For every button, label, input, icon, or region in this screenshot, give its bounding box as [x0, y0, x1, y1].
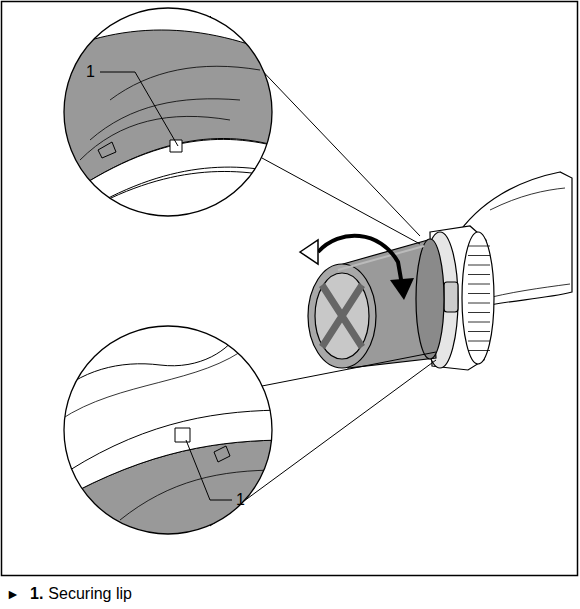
- rotation-arrow: [300, 236, 414, 300]
- bullet-symbol: ►: [6, 587, 20, 601]
- filter: [308, 239, 444, 368]
- part-name: Securing lip: [48, 586, 132, 602]
- cleaner-body: [422, 172, 572, 370]
- callout-number: 1: [86, 64, 95, 80]
- caption-number: 1.: [30, 586, 43, 602]
- frame: [2, 2, 578, 576]
- detail-bottom: [50, 326, 290, 540]
- leader-lines: [100, 72, 232, 500]
- detail-top: [40, 8, 290, 220]
- callout-number: 1: [236, 492, 245, 508]
